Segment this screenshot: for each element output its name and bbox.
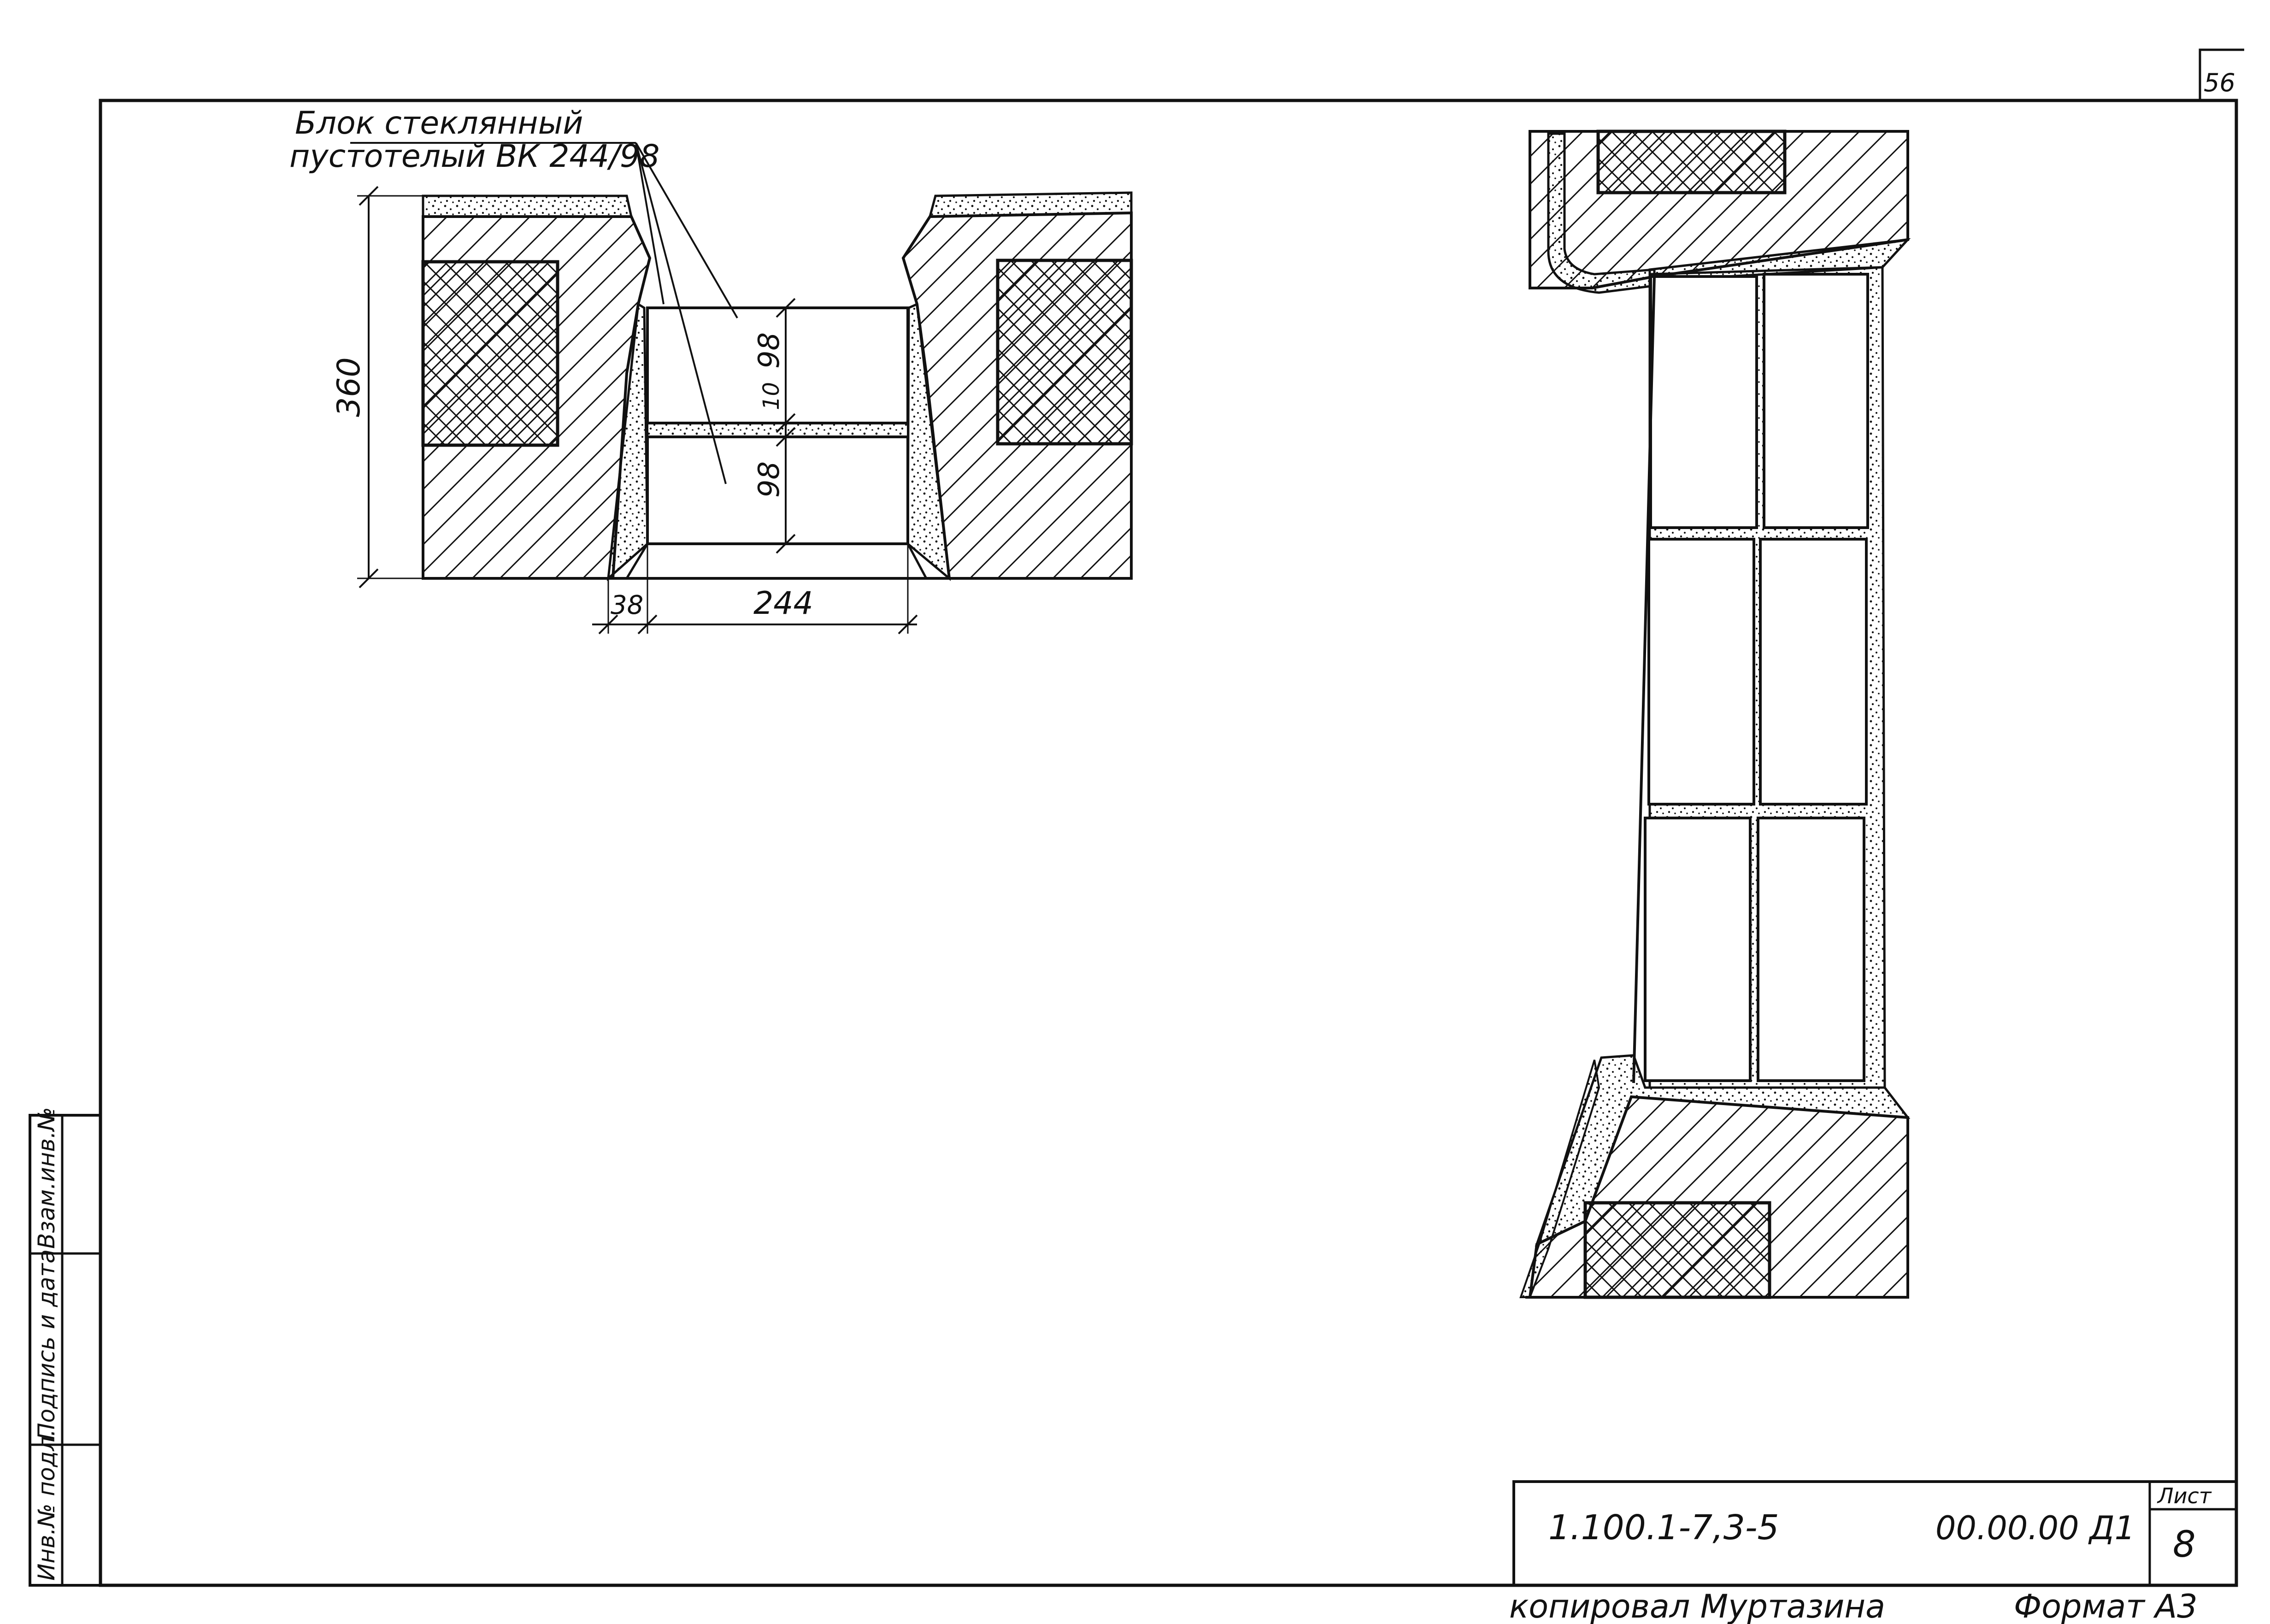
vertical-section-detail [1519,129,1911,1299]
section-detail: Блок стеклянный пустотелый ВК 244/98 360… [289,105,1133,635]
side-stamp: Инв.№ подл. Подпись и дата Взам.инв.№ [29,1107,102,1587]
glass-block-r2-right [1759,538,1868,806]
callout-leader-1 [635,142,738,319]
dim-block-1: 98 [752,332,786,369]
stamp-signature-date: Подпись и дата [33,1249,60,1440]
top-mortar-left [422,194,633,218]
title-block: 1.100.1-7,3-5 00.00.00 Д1 Лист 8 [1512,1480,2238,1587]
insulation-insert-left [421,260,559,447]
copied-by: копировал Муртазина [1509,1588,1885,1624]
dim-joint-width: 38 [611,590,643,620]
doc-code: 1.100.1-7,3-5 [1548,1508,1779,1548]
stamp-inv-no-orig: Инв.№ подл. [33,1429,60,1581]
sheet-label: Лист [2157,1483,2212,1508]
insulation-insert-right [996,259,1133,446]
glass-block-r3-right [1757,817,1865,1082]
glass-block-r2-left [1647,538,1755,806]
sheet-number: 8 [2173,1524,2196,1565]
dim-height: 360 [331,357,367,417]
sheet-format: Формат А3 [2014,1588,2198,1624]
glass-block-r3-left [1644,817,1752,1082]
lintel-mortar-curve [1547,132,1656,294]
callout-line-2: пустотелый ВК 244/98 [289,138,659,175]
stamp-replaces-inv: Взам.инв.№ [33,1107,60,1249]
callout-leader-2 [635,142,727,484]
glass-block-r1-left [1649,275,1758,529]
callout-line-1: Блок стеклянный [295,105,583,141]
insulation-insert-bottom [1583,1201,1771,1299]
glass-block-lower [646,435,909,545]
insulation-insert-top [1596,129,1787,194]
drawing-number: 00.00.00 Д1 [1935,1509,2135,1547]
dim-block-width: 244 [753,585,813,622]
glass-block-r1-right [1763,273,1869,529]
dim-block-2: 98 [752,461,786,498]
drawing-frame [99,99,2238,1587]
glass-block-upper [646,306,909,424]
dim-joint: 10 [759,382,784,410]
callout-leader-3 [635,142,665,305]
page-number-box [2199,48,2244,100]
page-number: 56 [2204,68,2235,97]
